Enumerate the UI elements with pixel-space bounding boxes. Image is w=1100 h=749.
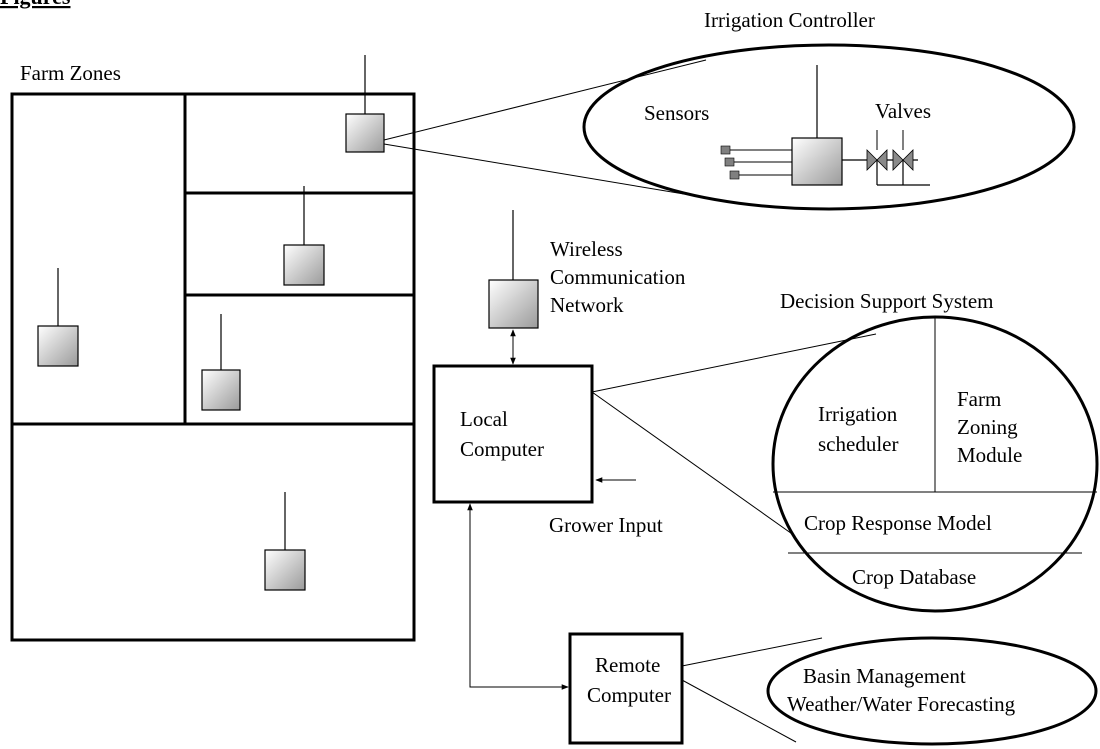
zone-controller (37, 268, 79, 367)
basin-label-1: Basin Management (803, 664, 966, 688)
local-computer-label-2: Computer (460, 437, 544, 461)
local-computer-box (432, 364, 594, 504)
irrigation-controller-title: Irrigation Controller (704, 8, 875, 32)
figures-heading: Figures (0, 0, 71, 9)
dss-title: Decision Support System (780, 289, 994, 313)
sensors-label: Sensors (644, 101, 709, 125)
callout-line (681, 679, 797, 743)
controller-box (264, 549, 306, 591)
grower-input-label: Grower Input (549, 513, 663, 537)
wireless-label-1: Wireless (550, 237, 623, 261)
sensor-icon (729, 170, 740, 180)
remote-computer-label-2: Computer (587, 683, 671, 707)
farm-zones-map (10, 92, 416, 642)
controller-detail (720, 65, 930, 186)
wireless-label-2: Communication (550, 265, 686, 289)
callout-line (591, 391, 796, 537)
farm-outline (10, 92, 416, 642)
irrigation-scheduler-label-1: Irrigation (818, 402, 898, 426)
callout-line (383, 143, 685, 195)
zone-controller (201, 314, 241, 411)
zone-controller (283, 186, 325, 286)
valve-icon (866, 149, 888, 171)
wireless-node (488, 210, 539, 329)
crop-database-label: Crop Database (852, 565, 976, 589)
local-remote-link (467, 503, 569, 690)
controller-box (345, 113, 385, 153)
irrigation-controller-ellipse (582, 43, 1076, 211)
wireless-box (488, 279, 539, 329)
controller-box (283, 244, 325, 286)
zone-controller (345, 55, 385, 153)
local-computer-label-1: Local (460, 407, 508, 431)
valve-icon (892, 149, 914, 171)
remote-computer-box (568, 632, 684, 745)
controller-unit (791, 137, 843, 186)
farm-zoning-label-1: Farm (957, 387, 1001, 411)
zone-controller (264, 492, 306, 591)
wireless-label-3: Network (550, 293, 624, 317)
sensor-icon (720, 145, 731, 155)
remote-computer-label-1: Remote (595, 653, 660, 677)
farm-zones-label: Farm Zones (20, 61, 121, 85)
farm-zoning-label-3: Module (957, 443, 1022, 467)
controller-box (37, 325, 79, 367)
basin-label-2: Weather/Water Forecasting (787, 692, 1016, 716)
crop-response-model-label: Crop Response Model (804, 511, 992, 535)
callout-line (681, 637, 823, 667)
controller-box (201, 369, 241, 411)
callout-line (383, 59, 707, 141)
irrigation-scheduler-label-2: scheduler (818, 432, 898, 456)
valves-label: Valves (875, 99, 931, 123)
sensor-icon (724, 157, 735, 167)
callout-line (591, 333, 877, 393)
basin-management-ellipse (766, 636, 1098, 746)
farm-zoning-label-2: Zoning (957, 415, 1018, 439)
